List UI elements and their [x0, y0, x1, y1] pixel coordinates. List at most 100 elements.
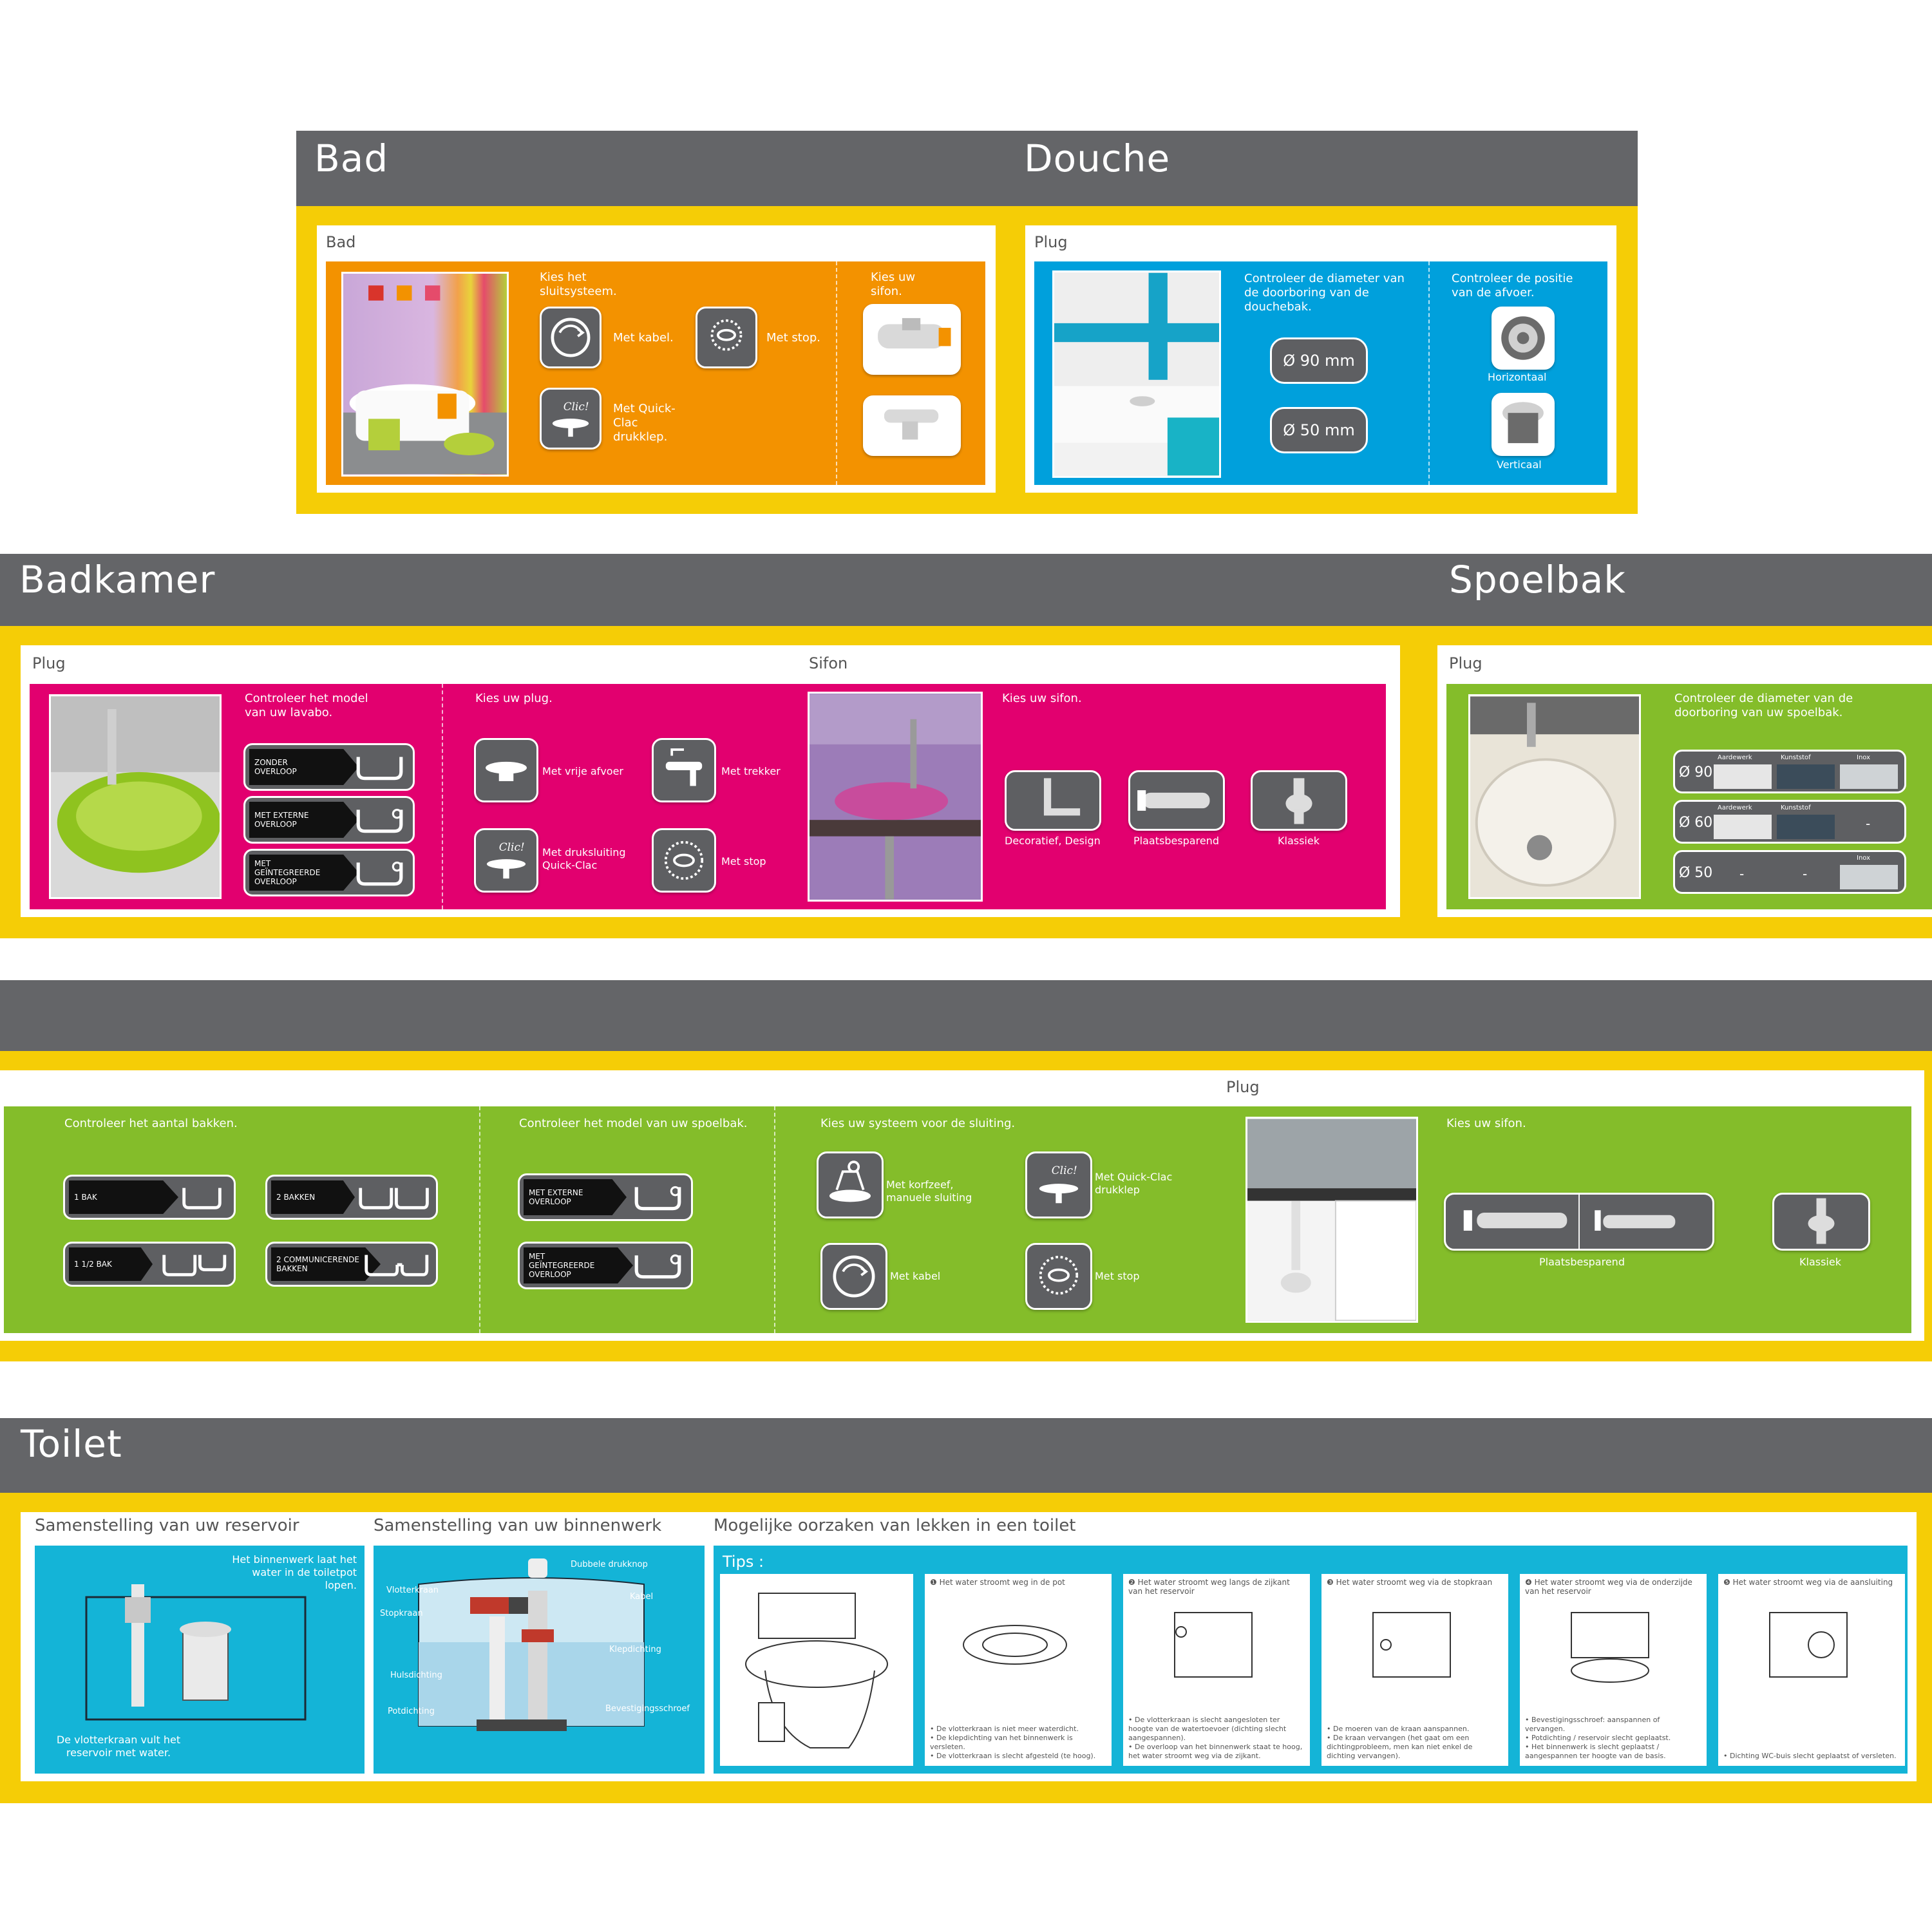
- spoelbak-panel: Controleer de diameter van de doorboring…: [1446, 684, 1932, 909]
- push-plug-icon[interactable]: Clic!: [474, 828, 538, 893]
- stop-chain-icon: [696, 307, 757, 368]
- bad-divider: [836, 261, 837, 485]
- kitchen-sink-photo: [1468, 694, 1641, 899]
- sink-cabinet-photo: [1245, 1117, 1418, 1323]
- vertical-drain-icon[interactable]: [1492, 393, 1555, 456]
- choose-system-label: Kies uw systeem voor de sluiting.: [820, 1117, 1016, 1130]
- badkamer-plug-sub: Plug: [32, 654, 66, 672]
- bad-choose-sifon-label: Kies uw sifon.: [871, 270, 916, 298]
- bathtub-photo: [341, 272, 509, 477]
- quick-clac-icon: Clic!: [540, 388, 601, 450]
- sys-quick-label: Met Quick-Clac drukklep: [1095, 1171, 1173, 1196]
- strainer-basket-icon[interactable]: [817, 1151, 884, 1218]
- decorative-siphon-icon[interactable]: [1005, 770, 1101, 831]
- quick-clac-sink-icon[interactable]: Clic!: [1025, 1151, 1092, 1218]
- douche-horizontal-label: Horizontaal: [1488, 371, 1547, 383]
- check-model-label: Controleer het model van uw spoelbak.: [519, 1117, 748, 1130]
- douche-vertical-label: Verticaal: [1497, 459, 1542, 471]
- svg-text:Clic!: Clic!: [499, 840, 525, 853]
- rotating-siphon-icon: [863, 395, 961, 456]
- leaks-panel: Tips : ❶ Het water stroomt weg in de pot…: [714, 1546, 1908, 1774]
- sys-korf-label: Met korfzeef, manuele sluiting: [886, 1179, 972, 1204]
- in-kabel-label: Kabel: [630, 1592, 654, 1602]
- tip-card-2: ❷ Het water stroomt weg langs de zijkant…: [1123, 1574, 1310, 1766]
- res-subtitle: Samenstelling van uw reservoir: [35, 1516, 299, 1535]
- stop-sink-icon[interactable]: [1025, 1243, 1092, 1310]
- spoel-check-label: Controleer de diameter van de doorboring…: [1674, 692, 1853, 719]
- sifon-space-label: Plaatsbesparend: [1133, 835, 1219, 847]
- toilet-overview: [720, 1574, 913, 1766]
- bad-cable-label: Met kabel.: [613, 331, 674, 345]
- space-saving-siphon-icon: [863, 304, 961, 375]
- in-bev-label: Bevestigingsschroef: [605, 1704, 690, 1714]
- sink-d50-row[interactable]: Ø 50 Inox - -: [1673, 850, 1906, 894]
- in-vlotter-label: Vlotterkraan: [386, 1586, 439, 1595]
- shower-tray-photo: [1052, 270, 1221, 478]
- douche-check-pos-label: Controleer de positie van de afvoer.: [1452, 272, 1573, 299]
- bad-douche-frame-top: [296, 206, 1638, 225]
- washbasin-photo: [49, 694, 222, 899]
- bad-stop-label: Met stop.: [766, 331, 820, 345]
- bad-choose-system-label: Kies het sluitsysteem.: [540, 270, 617, 298]
- badkamer-panel: Controleer het model van uw lavabo. ZOND…: [30, 684, 1386, 909]
- green2-divider-1: [479, 1106, 480, 1333]
- plug-pull-label: Met trekker: [721, 765, 781, 777]
- tag-external-sink[interactable]: MET EXTERNE OVERLOOP: [518, 1173, 693, 1221]
- diameter-50-button[interactable]: Ø 50 mm: [1270, 407, 1368, 453]
- horizontal-drain-icon[interactable]: [1492, 307, 1555, 370]
- svg-text:Clic!: Clic!: [564, 400, 589, 413]
- classic-siphon-icon[interactable]: [1251, 770, 1347, 831]
- bad-sifon-2-label: Draaibare sifon: [888, 443, 938, 450]
- pull-plug-icon[interactable]: [652, 738, 716, 802]
- tag-external-overflow[interactable]: MET EXTERNE OVERLOOP: [243, 796, 415, 844]
- inner-subtitle: Samenstelling van uw binnenwerk: [374, 1516, 662, 1535]
- tag-2-bakken[interactable]: 2 BAKKEN: [265, 1175, 438, 1220]
- space-siphon-icon[interactable]: [1128, 770, 1225, 831]
- cable-icon: [540, 307, 601, 368]
- cable-sink-icon[interactable]: [820, 1243, 887, 1310]
- sifon-classic-sink-label: Klassiek: [1799, 1256, 1841, 1268]
- green2-divider-2: [774, 1106, 775, 1333]
- free-drain-icon[interactable]: [474, 738, 538, 802]
- in-huls-label: Hulsdichting: [390, 1671, 442, 1680]
- tag-1-bak[interactable]: 1 BAK: [63, 1175, 236, 1220]
- douche-divider: [1428, 261, 1430, 485]
- toilet-header: [0, 1418, 1932, 1502]
- tag-no-overflow[interactable]: ZONDER OVERLOOP: [243, 743, 415, 791]
- tag-integrated-overflow[interactable]: MET GEÏNTEGREERDE OVERLOOP: [243, 849, 415, 896]
- in-pot-label: Potdichting: [388, 1707, 435, 1716]
- vessel-sink-photo: [808, 692, 983, 902]
- plug-free-label: Met vrije afvoer: [542, 765, 623, 777]
- classic-sink-siphon-icon[interactable]: [1772, 1193, 1870, 1251]
- res-bottom-label: De vlotterkraan vult het reservoir met w…: [56, 1734, 181, 1759]
- leak-subtitle: Mogelijke oorzaken van lekken in een toi…: [714, 1516, 1076, 1535]
- sink-d60-row[interactable]: Ø 60 Aardewerk Kunststof -: [1673, 800, 1906, 844]
- stop-plug-icon[interactable]: [652, 828, 716, 893]
- tips-label: Tips :: [723, 1553, 764, 1571]
- plug-push-label: Met druksluiting Quick-Clac: [542, 846, 626, 871]
- badkamer-header: [0, 554, 1932, 638]
- badkamer-title: Badkamer: [19, 558, 216, 601]
- choose-sifon-sink-label: Kies uw sifon.: [1446, 1117, 1526, 1130]
- sink-d90-row[interactable]: Ø 90 Aardewerk Kunststof Inox: [1673, 750, 1906, 793]
- spoelbak-plug-sub: Plug: [1449, 654, 1482, 672]
- tip-card-5: ❺ Het water stroomt weg via de aansluiti…: [1718, 1574, 1905, 1766]
- bad-sifon-1-label: Plaatsbesparende zelfreinigende sifon: [881, 358, 945, 373]
- res-top-label: Het binnenwerk laat het water in de toil…: [232, 1553, 357, 1591]
- bad-quick-label: Met Quick-Clac drukklep.: [613, 402, 676, 444]
- choose-sifon-label: Kies uw sifon.: [1002, 692, 1082, 705]
- tip-card-4: ❹ Het water stroomt weg via de onderzijd…: [1520, 1574, 1707, 1766]
- bad-panel: Kies het sluitsysteem. Met kabel. Met st…: [326, 261, 985, 485]
- sys-kabel-label: Met kabel: [890, 1270, 941, 1282]
- check-lavabo-label: Controleer het model van uw lavabo.: [245, 692, 368, 719]
- tag-integrated-sink[interactable]: MET GEÏNTEGREERDE OVERLOOP: [518, 1242, 693, 1289]
- spoelbak2-panel: Controleer het aantal bakken. 1 BAK 2 BA…: [4, 1106, 1911, 1333]
- reservoir-panel: Het binnenwerk laat het water in de toil…: [35, 1546, 365, 1774]
- diameter-90-button[interactable]: Ø 90 mm: [1270, 337, 1368, 384]
- tag-2-communicating[interactable]: 2 COMMUNICERENDE BAKKEN: [265, 1242, 438, 1287]
- douche-subtitle: Plug: [1034, 233, 1068, 251]
- space-sink-siphon-icon[interactable]: [1444, 1193, 1714, 1251]
- sifon-space-sink-label: Plaatsbesparend: [1539, 1256, 1625, 1268]
- tag-1-5-bak[interactable]: 1 1/2 BAK: [63, 1242, 236, 1287]
- toilet-title: Toilet: [21, 1422, 122, 1466]
